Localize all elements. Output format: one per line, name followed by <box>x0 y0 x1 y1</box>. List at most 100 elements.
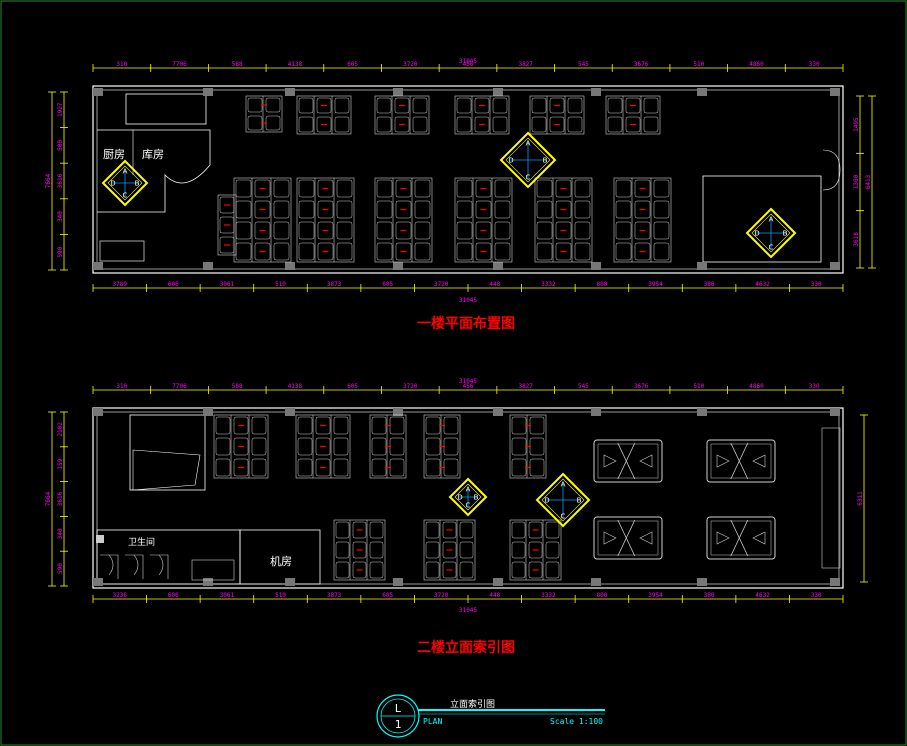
chair <box>653 200 670 219</box>
plan1-top-dim-label: 4138 <box>288 61 303 68</box>
plan2-bottom-dim-label: 606 <box>168 592 179 599</box>
chair <box>254 242 271 261</box>
marker-letter: C <box>466 502 471 510</box>
chair <box>315 416 331 435</box>
plan1-top-dim-label: 456 <box>463 61 474 68</box>
chair <box>634 200 651 219</box>
plan1-outer-wall <box>92 85 844 274</box>
chair <box>273 242 290 261</box>
chair <box>265 97 281 113</box>
chair <box>555 242 572 261</box>
chair <box>297 458 313 477</box>
chair <box>235 179 252 198</box>
chair <box>536 200 553 219</box>
legend-number: 1 <box>395 718 402 731</box>
chair <box>425 541 440 559</box>
chair <box>371 437 387 456</box>
plan2-top-dim-label: 456 <box>463 383 474 390</box>
plan1-top-dim-label: 588 <box>232 61 243 68</box>
column <box>393 578 403 586</box>
chair <box>456 221 473 240</box>
table-group <box>454 95 510 135</box>
chair <box>376 179 393 198</box>
chair <box>625 97 641 114</box>
chair <box>536 179 553 198</box>
chair <box>412 97 428 114</box>
chair <box>615 179 632 198</box>
plan1-right-dim-label: 3618 <box>853 232 860 247</box>
chair <box>555 221 572 240</box>
plan1-left-dim-label: 590 <box>57 246 64 257</box>
chair <box>352 541 367 559</box>
plan1-bottom-dim-label: 606 <box>168 281 179 288</box>
plan1-top-dim-label: 3720 <box>403 61 418 68</box>
chair <box>511 561 526 579</box>
chair <box>336 221 353 240</box>
plan2-machine-room <box>239 529 321 585</box>
chair <box>333 437 349 456</box>
plan2-top-dim-label: 545 <box>578 383 589 390</box>
chair <box>443 416 459 435</box>
table-group <box>213 414 269 479</box>
chair <box>412 116 428 133</box>
chair <box>336 242 353 261</box>
plan1-kitchen-wall <box>97 129 211 213</box>
table-group <box>534 177 593 263</box>
chair <box>528 541 543 559</box>
chair <box>369 521 384 539</box>
column <box>93 88 103 96</box>
plan2-bottom-dim-label: 330 <box>811 592 822 599</box>
table-group <box>605 95 661 135</box>
plan1-bottom-dim-label: 3332 <box>541 281 556 288</box>
plan1-bottom-dim-label: 3954 <box>648 281 663 288</box>
chair <box>494 221 511 240</box>
plan1-left-dim-label: 3616 <box>57 173 64 188</box>
table-group <box>369 414 407 479</box>
chair <box>389 416 405 435</box>
plan2-left-dim-label: 340 <box>57 528 64 539</box>
chair <box>315 437 331 456</box>
chair <box>376 242 393 261</box>
chair <box>607 97 623 114</box>
chair <box>474 116 490 133</box>
chair <box>536 221 553 240</box>
plan2-room-toilet: 卫生间 <box>128 536 155 548</box>
chair <box>529 416 545 435</box>
column <box>393 408 403 416</box>
chair <box>352 561 367 579</box>
chair <box>475 200 492 219</box>
plan1-right-total-dim-label: 6413 <box>865 174 872 189</box>
chair <box>634 242 651 261</box>
plan1-top-dim-label: 510 <box>693 61 704 68</box>
chair <box>442 521 457 539</box>
chair <box>615 221 632 240</box>
marker-letter: A <box>526 140 531 148</box>
chair <box>528 561 543 579</box>
column <box>493 408 503 416</box>
chair <box>395 200 412 219</box>
column <box>93 408 103 416</box>
chair <box>376 97 392 114</box>
plan2-top-dim-label: 330 <box>809 383 820 390</box>
column <box>203 88 213 96</box>
marker-letter: A <box>561 481 566 489</box>
column <box>697 578 707 586</box>
plan2-stair <box>129 414 206 491</box>
table-group <box>333 519 386 581</box>
chair <box>494 179 511 198</box>
chair <box>316 97 332 114</box>
chair <box>529 437 545 456</box>
chair <box>459 541 474 559</box>
plan2-inner-wall <box>96 411 840 585</box>
plan1-bottom-dim-label: 3720 <box>434 281 449 288</box>
column <box>493 88 503 96</box>
chair <box>456 179 473 198</box>
plan2-top-dim-label: 510 <box>693 383 704 390</box>
plan2-bottom-dim-label: 605 <box>382 592 393 599</box>
chair <box>456 116 472 133</box>
plan2-top-dim-label: 3827 <box>518 383 533 390</box>
